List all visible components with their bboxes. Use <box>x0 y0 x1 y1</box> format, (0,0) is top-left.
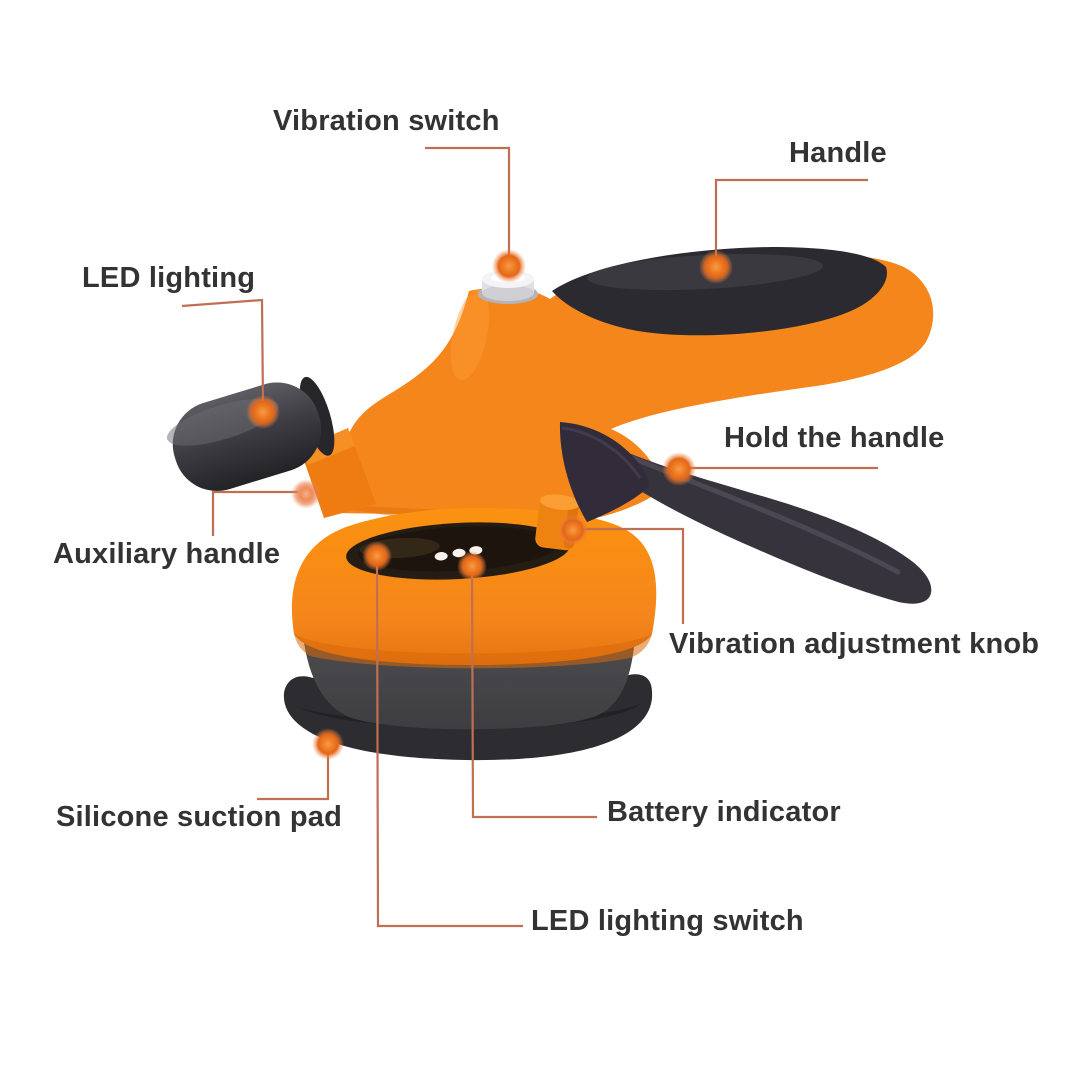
dot-led-lighting <box>246 395 280 429</box>
dot-hold-the-handle <box>662 452 696 486</box>
label-vibration-switch: Vibration switch <box>273 105 500 137</box>
callout-dots <box>246 249 733 760</box>
dot-silicone-suction-pad <box>312 728 344 760</box>
label-hold-the-handle: Hold the handle <box>724 422 945 454</box>
leader-lines <box>181 146 878 928</box>
hold-handle <box>607 446 932 604</box>
label-led-lighting: LED lighting <box>82 262 256 294</box>
dot-auxiliary-handle <box>291 479 321 509</box>
dot-handle <box>699 250 733 284</box>
leader-vibration-switch <box>425 146 511 260</box>
leader-silicone-suction-pad <box>257 751 330 801</box>
leader-led-lighting-switch <box>375 561 523 928</box>
label-auxiliary-handle: Auxiliary handle <box>53 538 281 570</box>
leader-auxiliary-handle <box>211 490 298 536</box>
label-handle: Handle <box>789 137 887 169</box>
label-vibration-adjustment-knob: Vibration adjustment knob <box>669 628 1040 660</box>
leader-battery-indicator <box>470 572 597 819</box>
leader-led-lighting <box>181 298 265 406</box>
label-led-lighting-switch: LED lighting switch <box>531 905 804 937</box>
dot-led-lighting-switch <box>362 541 392 571</box>
label-silicone-suction-pad: Silicone suction pad <box>56 801 342 833</box>
handle-grip <box>552 247 887 336</box>
leader-vibration-adjustment-knob <box>583 527 685 624</box>
dot-battery-indicator <box>457 551 487 581</box>
dot-vibration-adjustment-knob <box>557 514 589 546</box>
leader-handle <box>714 178 868 260</box>
label-battery-indicator: Battery indicator <box>607 796 841 828</box>
handle-bracket-fin <box>559 422 649 522</box>
dot-vibration-switch <box>492 249 526 283</box>
